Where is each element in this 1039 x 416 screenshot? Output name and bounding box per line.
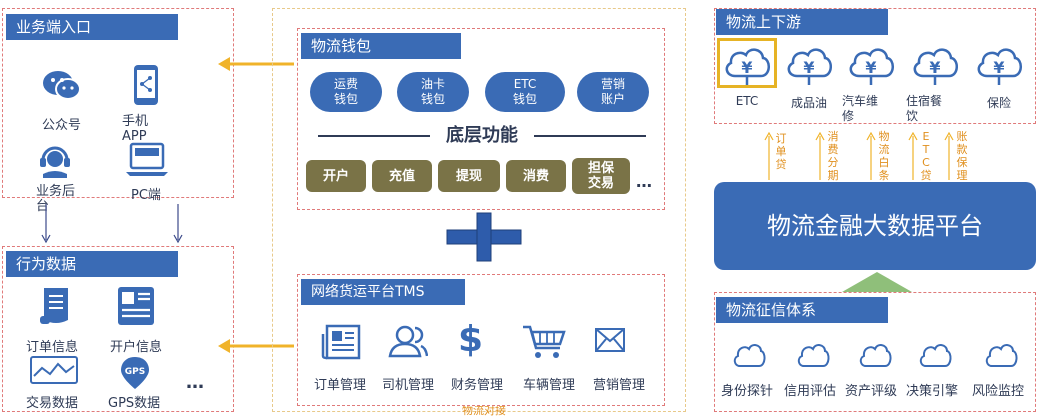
product-label-factoring: 账款保理	[956, 130, 968, 182]
arrow-up-product-1	[764, 132, 774, 180]
cloud-icon	[797, 344, 830, 367]
entry-label-pc: PC端	[131, 188, 161, 203]
upstream-panel	[714, 8, 1036, 124]
big-data-platform: 物流金融大数据平台	[714, 182, 1036, 270]
svg-text:¥: ¥	[993, 58, 1004, 77]
cloud-icon	[733, 344, 766, 367]
gps-icon: GPS	[121, 357, 149, 389]
credit-label-asset-rating: 资产评级	[845, 384, 898, 399]
newspaper-icon	[321, 324, 361, 360]
data-label-gps: GPS数据	[108, 396, 161, 411]
product-label-order-loan: 订单贷	[775, 132, 787, 171]
arrow-up-product-2	[815, 132, 825, 180]
yuan-cloud-icon: ¥	[787, 48, 832, 85]
business-entry-title: 业务端入口	[6, 14, 178, 40]
tms-label-order: 订单管理	[314, 378, 367, 393]
arrow-wallet-to-entry	[218, 57, 294, 71]
support-headset-icon	[40, 146, 70, 178]
svg-text:¥: ¥	[803, 58, 814, 77]
tms-label-marketing: 营销管理	[593, 378, 646, 393]
id-card-icon	[118, 287, 154, 325]
mobile-share-icon	[134, 65, 158, 105]
data-label-account: 开户信息	[110, 340, 163, 355]
svg-text:¥: ¥	[929, 58, 940, 77]
wallet-pill-freight[interactable]: 运费 钱包	[310, 72, 382, 112]
function-top-up[interactable]: 充值	[372, 160, 432, 192]
wallet-panel	[297, 28, 665, 210]
upstream-etc-highlight	[717, 38, 777, 88]
data-label-transaction: 交易数据	[26, 396, 79, 411]
yuan-cloud-icon: ¥	[913, 48, 958, 85]
mail-icon	[595, 328, 625, 352]
upstream-label-fuel: 成品油	[790, 96, 827, 110]
product-label-ious: 物流白条	[878, 130, 890, 182]
data-label-order: 订单信息	[26, 340, 79, 355]
upstream-label-repair: 汽车维 修	[842, 94, 879, 123]
footer-partial-text: 物流对接	[462, 406, 506, 416]
yuan-cloud-icon: ¥	[725, 48, 770, 85]
yuan-cloud-icon: ¥	[977, 48, 1022, 85]
behavior-data-panel	[2, 246, 234, 412]
tms-title: 网络货运平台TMS	[301, 279, 465, 305]
function-withdraw[interactable]: 提现	[438, 160, 500, 192]
entry-label-wechat: 公众号	[42, 118, 82, 133]
arrow-up-product-4	[908, 132, 918, 180]
wallet-pill-marketing[interactable]: 营销 账户	[577, 72, 649, 112]
credit-title: 物流征信体系	[716, 297, 888, 323]
yuan-cloud-icon: ¥	[849, 48, 894, 85]
tms-label-finance: 财务管理	[451, 378, 504, 393]
arrow-credit-to-platform	[842, 272, 912, 292]
function-consume[interactable]: 消费	[506, 160, 566, 192]
svg-text:GPS: GPS	[125, 367, 145, 377]
arrow-entry-to-data-right	[173, 204, 183, 244]
arrow-entry-to-data-left	[41, 204, 51, 244]
credit-label-decision-engine: 决策引擎	[906, 384, 959, 399]
behavior-data-title: 行为数据	[6, 251, 178, 277]
plus-icon	[446, 212, 522, 262]
arrow-tms-to-data	[218, 339, 294, 353]
cloud-icon	[985, 344, 1018, 367]
arrow-up-product-3	[866, 132, 876, 180]
chart-line-icon	[30, 356, 78, 384]
dollar-icon: $	[458, 319, 484, 360]
base-functions-title: 底层功能	[430, 122, 534, 150]
credit-label-identity: 身份探针	[721, 384, 774, 399]
middle-column-frame	[272, 8, 686, 412]
credit-label-risk-monitor: 风险监控	[972, 384, 1025, 399]
credit-panel	[714, 292, 1036, 412]
wechat-icon	[43, 71, 81, 100]
cloud-icon	[919, 344, 952, 367]
function-guarantee-trade[interactable]: 担保 交易	[572, 158, 630, 194]
upstream-label-lodging: 住宿餐 饮	[906, 94, 943, 123]
svg-text:¥: ¥	[741, 58, 752, 77]
cart-icon	[523, 325, 566, 358]
credit-label-credit-eval: 信用评估	[784, 384, 837, 399]
upstream-label-etc: ETC	[735, 94, 759, 108]
svg-text:¥: ¥	[865, 58, 876, 77]
entry-label-mobile-app: 手机 APP	[122, 114, 149, 144]
product-label-installment: 消费分期	[827, 130, 839, 182]
product-label-etc-loan: ETC贷	[920, 130, 932, 182]
tms-panel	[297, 274, 665, 406]
document-icon	[40, 288, 68, 324]
business-entry-panel	[2, 8, 234, 198]
arrow-up-product-5	[944, 132, 954, 180]
upstream-title: 物流上下游	[716, 9, 888, 35]
behavior-ellipsis: …	[186, 372, 204, 393]
tms-label-vehicle: 车辆管理	[523, 378, 576, 393]
wallet-ellipsis: …	[636, 172, 652, 191]
wallet-title: 物流钱包	[301, 33, 461, 59]
laptop-icon	[126, 142, 168, 176]
cloud-icon	[859, 344, 892, 367]
upstream-label-insurance: 保险	[986, 96, 1011, 110]
wallet-pill-fuel-card[interactable]: 油卡 钱包	[397, 72, 469, 112]
wallet-pill-etc[interactable]: ETC 钱包	[485, 72, 565, 112]
people-icon	[388, 325, 428, 358]
tms-label-driver: 司机管理	[382, 378, 435, 393]
function-open-account[interactable]: 开户	[306, 160, 366, 192]
